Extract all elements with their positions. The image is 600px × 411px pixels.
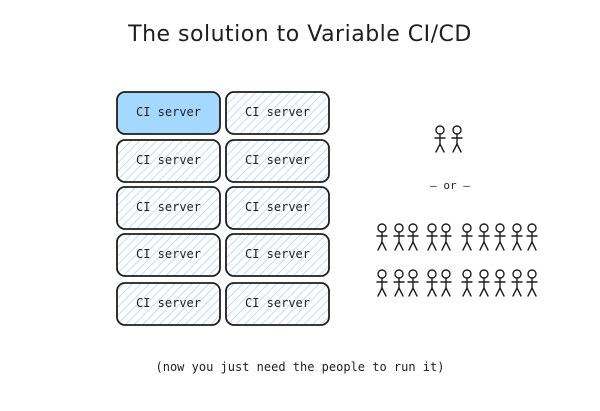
ci-server-label: CI server <box>244 105 311 119</box>
person-icon <box>461 223 473 251</box>
person-icon <box>376 223 388 251</box>
diagram-title: The solution to Variable CI/CD <box>128 22 472 47</box>
ci-server-label: CI server <box>135 247 202 261</box>
person-icon <box>494 269 506 297</box>
ci-server-box <box>116 233 221 277</box>
ci-server-label: CI server <box>244 296 311 310</box>
ci-server-box <box>225 282 330 326</box>
person-icon <box>434 125 446 153</box>
ci-server-label: CI server <box>135 200 202 214</box>
ci-server-box <box>225 233 330 277</box>
person-icon <box>478 223 490 251</box>
person-icon <box>407 223 419 251</box>
ci-server-box <box>116 282 221 326</box>
ci-server-box <box>116 186 221 230</box>
ci-server-label: CI server <box>135 296 202 310</box>
caption: (now you just need the people to run it) <box>155 360 445 374</box>
person-icon <box>393 269 405 297</box>
person-icon <box>440 269 452 297</box>
person-icon <box>511 223 523 251</box>
ci-server-box <box>116 91 221 135</box>
ci-server-label: CI server <box>244 153 311 167</box>
person-icon <box>494 223 506 251</box>
person-icon <box>426 269 438 297</box>
person-icon <box>526 223 538 251</box>
ci-server-box <box>116 139 221 183</box>
ci-server-label: CI server <box>244 247 311 261</box>
person-icon <box>426 223 438 251</box>
ci-server-box <box>225 139 330 183</box>
or-separator: — or — <box>430 179 470 192</box>
person-icon <box>511 269 523 297</box>
person-icon <box>478 269 490 297</box>
person-icon <box>526 269 538 297</box>
person-icon <box>451 125 463 153</box>
person-icon <box>393 223 405 251</box>
person-icon <box>440 223 452 251</box>
ci-server-box <box>225 186 330 230</box>
ci-server-box <box>225 91 330 135</box>
person-icon <box>407 269 419 297</box>
person-icon <box>461 269 473 297</box>
ci-server-label: CI server <box>135 153 202 167</box>
person-icon <box>376 269 388 297</box>
ci-server-label: CI server <box>135 105 202 119</box>
ci-server-label: CI server <box>244 200 311 214</box>
